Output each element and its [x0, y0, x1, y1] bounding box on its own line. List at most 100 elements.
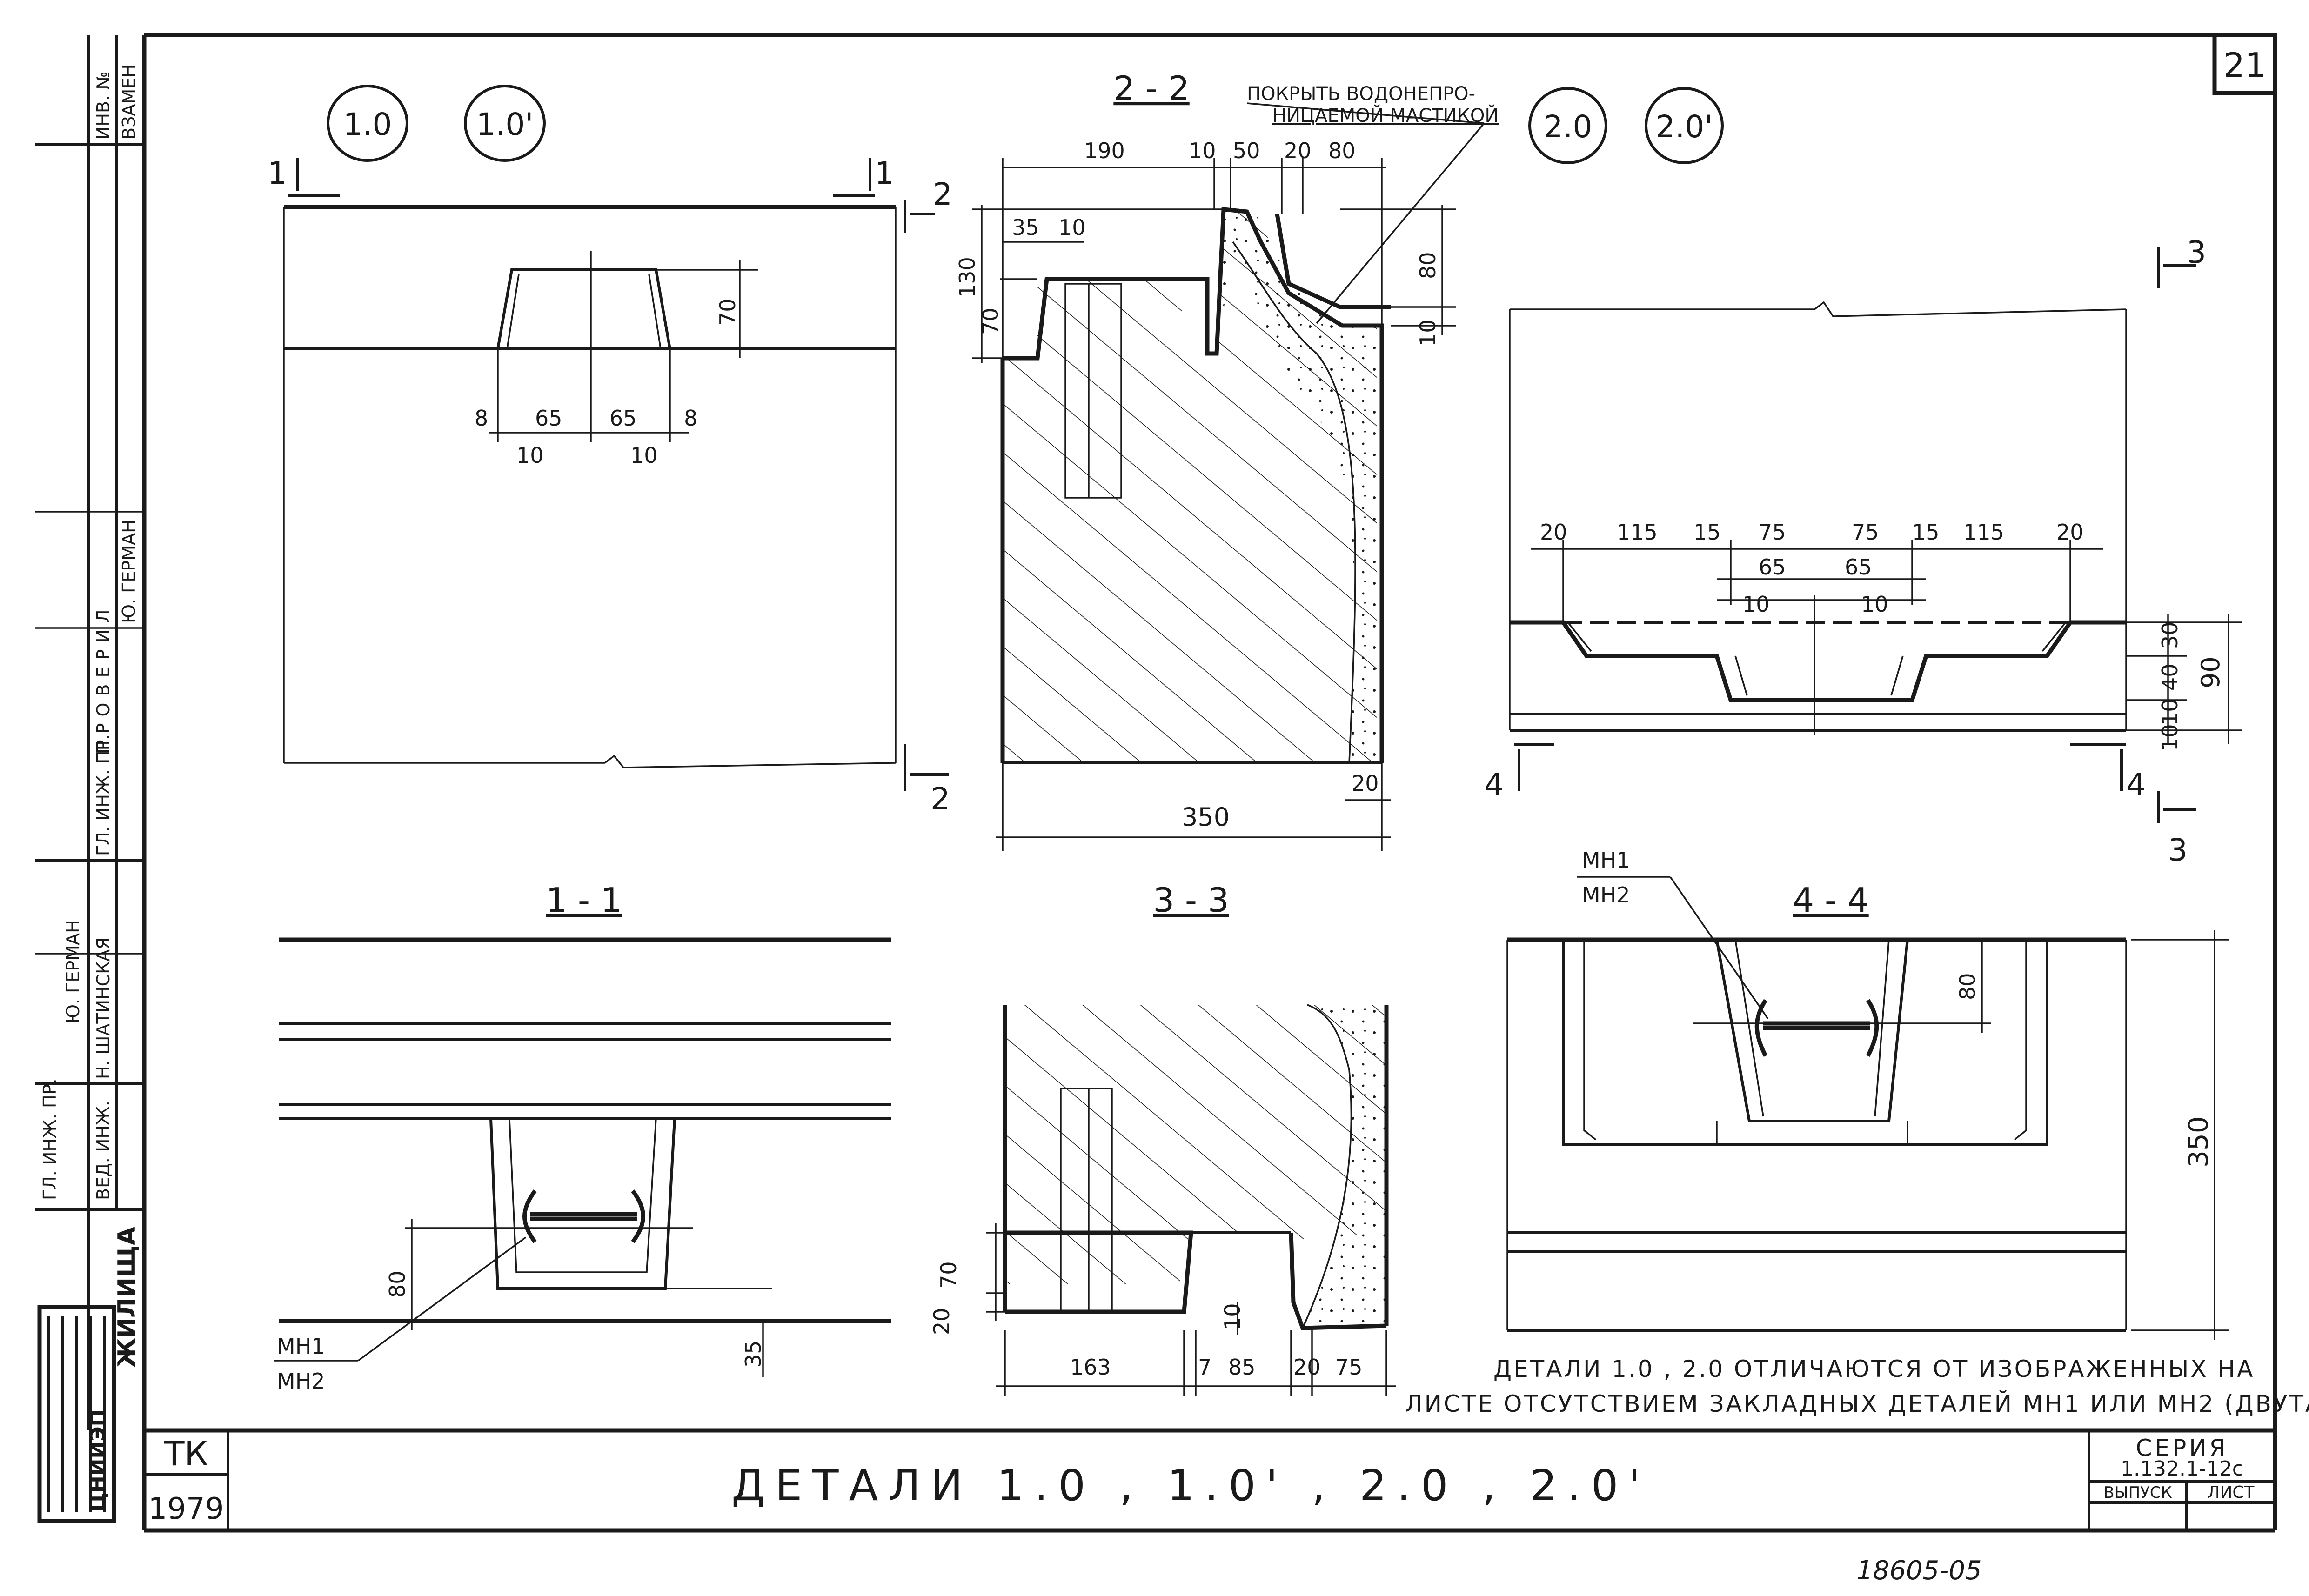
p2-dim-65b: 65	[1845, 554, 1872, 580]
s22-dim-10b: 10	[1058, 215, 1086, 240]
cut-3-top: 3	[2187, 234, 2206, 270]
s33-dim-75: 75	[1335, 1355, 1363, 1380]
section-4-4	[1506, 876, 2229, 1340]
s11-dim-35: 35	[741, 1340, 766, 1368]
p2-dim-15b: 15	[1912, 520, 1940, 545]
svg-text:2.0: 2.0	[1544, 109, 1593, 145]
s22-dim-10v: 10	[1415, 319, 1440, 347]
plan1-dim-8a: 8	[475, 406, 488, 431]
side-proveril: ПРОВЕРИЛ	[93, 603, 114, 754]
svg-text:2.0': 2.0'	[1655, 109, 1713, 145]
section-1-1	[274, 937, 891, 1377]
stamp-year: 1979	[148, 1492, 224, 1526]
cut-2-bottom: 2	[930, 781, 950, 817]
org-logo-text: ЦНИИЭП	[86, 1409, 110, 1512]
s11-dim-80: 80	[385, 1270, 410, 1298]
detail-marker-1-0-prime: 1.0'	[464, 85, 546, 162]
s22-dim-80: 80	[1328, 138, 1356, 163]
stamp-tk: ТК	[163, 1434, 208, 1473]
section-1-1-label: 1 - 1	[546, 881, 622, 920]
general-note-line-1: ДЕТАЛИ 1.0 , 2.0 ОТЛИЧАЮТСЯ ОТ ИЗОБРАЖЕН…	[1493, 1356, 2255, 1382]
mastic-note-2: НИЦАЕМОЙ МАСТИКОЙ	[1272, 104, 1499, 127]
side-zhilishcha: ЖИЛИЩА	[113, 1227, 141, 1368]
s22-dim-70: 70	[978, 307, 1003, 335]
sheet-number: 21	[2223, 46, 2266, 85]
s33-dim-163: 163	[1070, 1355, 1111, 1380]
detail-marker-1-0: 1.0	[327, 85, 408, 162]
section-2-2-label: 2 - 2	[1113, 69, 1189, 108]
general-note-line-2: ЛИСТЕ ОТСУТСТВИЕМ ЗАКЛАДНЫХ ДЕТАЛЕЙ МН1 …	[1405, 1390, 2309, 1417]
issue-label: ВЫПУСК	[2103, 1483, 2172, 1502]
s11-mn1: МН1	[277, 1334, 325, 1359]
plan1-dim-65a: 65	[535, 406, 562, 431]
p2-dim-90: 90	[2196, 656, 2225, 688]
s44-dim-80: 80	[1955, 973, 1980, 1000]
plan1-dim-10a: 10	[516, 443, 544, 468]
series-value: 1.132.1-12с	[2121, 1457, 2243, 1481]
s22-dim-80v: 80	[1415, 252, 1440, 279]
cut-1-right: 1	[875, 155, 894, 191]
s22-dim-10: 10	[1189, 138, 1216, 163]
p2-dim-30: 30	[2157, 621, 2182, 649]
side-u-german: Ю. ГЕРМАН	[63, 920, 83, 1023]
s22-dim-50: 50	[1233, 138, 1260, 163]
cut-3-bottom: 3	[2168, 832, 2188, 868]
s44-mn2: МН2	[1582, 882, 1630, 908]
plan1-dim-10b: 10	[630, 443, 658, 468]
p2-dim-10b-v: 10	[2157, 724, 2182, 751]
s33-dim-20: 20	[1293, 1355, 1321, 1380]
p2-dim-115b: 115	[1963, 520, 2004, 545]
p2-dim-10a: 10	[1742, 592, 1770, 617]
series-label: СЕРИЯ	[2136, 1435, 2229, 1462]
plan-view-2	[1509, 247, 2242, 823]
plan1-dim-65b: 65	[609, 406, 637, 431]
s44-mn1: МН1	[1582, 848, 1630, 873]
p2-dim-115a: 115	[1617, 520, 1658, 545]
side-gl-inzh-2: ГЛ. ИНЖ. ПР.	[40, 1078, 60, 1200]
side-ved-inzh: ВЕД. ИНЖ.	[93, 1101, 114, 1200]
sheet-label: ЛИСТ	[2207, 1483, 2255, 1502]
section-2-2	[972, 102, 1485, 851]
s33-dim-20: 20	[929, 1308, 954, 1335]
side-gl-inzh: ГЛ. ИНЖ. ПР.	[93, 734, 114, 856]
cut-4-left: 4	[1484, 767, 1504, 803]
s44-dim-350: 350	[2182, 1116, 2214, 1168]
svg-text:1.0: 1.0	[343, 107, 392, 142]
s22-dim-130: 130	[955, 257, 980, 298]
cut-2-top: 2	[933, 176, 952, 212]
detail-marker-2-0-prime: 2.0'	[1645, 87, 1724, 164]
p2-dim-20a: 20	[1540, 520, 1567, 545]
cut-4-right: 4	[2126, 767, 2146, 803]
sheet-title: ДЕТАЛИ 1.0 , 1.0' , 2.0 , 2.0'	[731, 1461, 1650, 1510]
cut-1-left: 1	[268, 155, 287, 191]
p2-dim-20b: 20	[2056, 520, 2084, 545]
p2-dim-65a: 65	[1759, 554, 1786, 580]
s22-dim-190: 190	[1084, 138, 1125, 163]
plan1-dim-8b: 8	[684, 406, 697, 431]
s33-dim-85: 85	[1228, 1355, 1256, 1380]
sheet-frame	[142, 33, 2277, 1533]
side-u-german-top: Ю. ГЕРМАН	[119, 520, 139, 623]
svg-text:1.0': 1.0'	[476, 107, 533, 142]
s22-dim-20: 20	[1284, 138, 1312, 163]
side-vzamen: ВЗАМЕН	[119, 64, 139, 140]
p2-dim-10b: 10	[1861, 592, 1888, 617]
s33-dim-70: 70	[936, 1261, 961, 1289]
section-4-4-label: 4 - 4	[1793, 881, 1868, 920]
p2-dim-40: 40	[2157, 663, 2182, 691]
s22-dim-350: 350	[1182, 802, 1230, 832]
s33-dim-7: 7	[1198, 1355, 1211, 1380]
section-3-3-label: 3 - 3	[1153, 881, 1229, 920]
p2-dim-75a: 75	[1759, 520, 1786, 545]
plan-view-1	[283, 158, 949, 791]
org-logo: ЦНИИЭП	[37, 1305, 116, 1523]
p2-dim-15a: 15	[1693, 520, 1721, 545]
mastic-note-1: ПОКРЫТЬ ВОДОНЕПРО-	[1247, 83, 1475, 105]
detail-marker-2-0: 2.0	[1528, 87, 1607, 164]
s11-mn2: МН2	[277, 1369, 325, 1394]
p2-dim-10a-v: 10	[2157, 698, 2182, 726]
bottom-number: 18605-05	[1856, 1556, 1982, 1586]
side-inv: ИНВ. №	[93, 71, 114, 140]
plan1-dim-70: 70	[715, 298, 740, 326]
